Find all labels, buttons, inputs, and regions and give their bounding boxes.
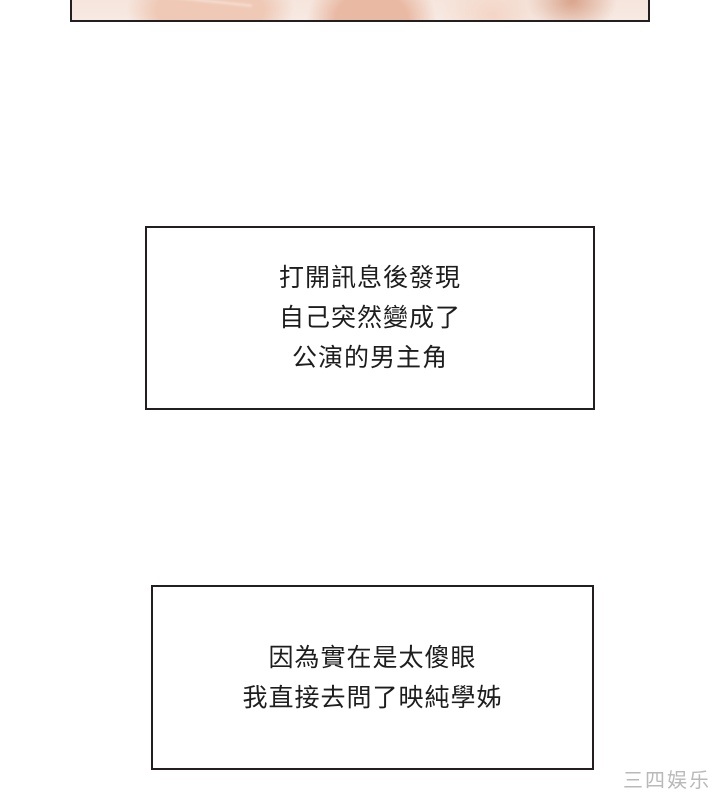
narration-line: 因為實在是太傻眼 bbox=[268, 643, 477, 672]
comic-panel-top bbox=[70, 0, 650, 22]
narration-line: 打開訊息後發現 bbox=[278, 264, 461, 292]
narration-line: 我直接去問了映純學姊 bbox=[242, 683, 503, 712]
narration-box-2: 因為實在是太傻眼 我直接去問了映純學姊 bbox=[151, 585, 594, 770]
narration-line: 公演的男主角 bbox=[291, 344, 448, 372]
watermark: 三四娱乐 bbox=[623, 768, 711, 792]
panel-artwork bbox=[72, 0, 648, 20]
narration-box-1: 打開訊息後發現 自己突然變成了 公演的男主角 bbox=[145, 226, 595, 410]
panel-shadow-accent bbox=[527, 0, 617, 20]
narration-line: 自己突然變成了 bbox=[278, 304, 461, 332]
